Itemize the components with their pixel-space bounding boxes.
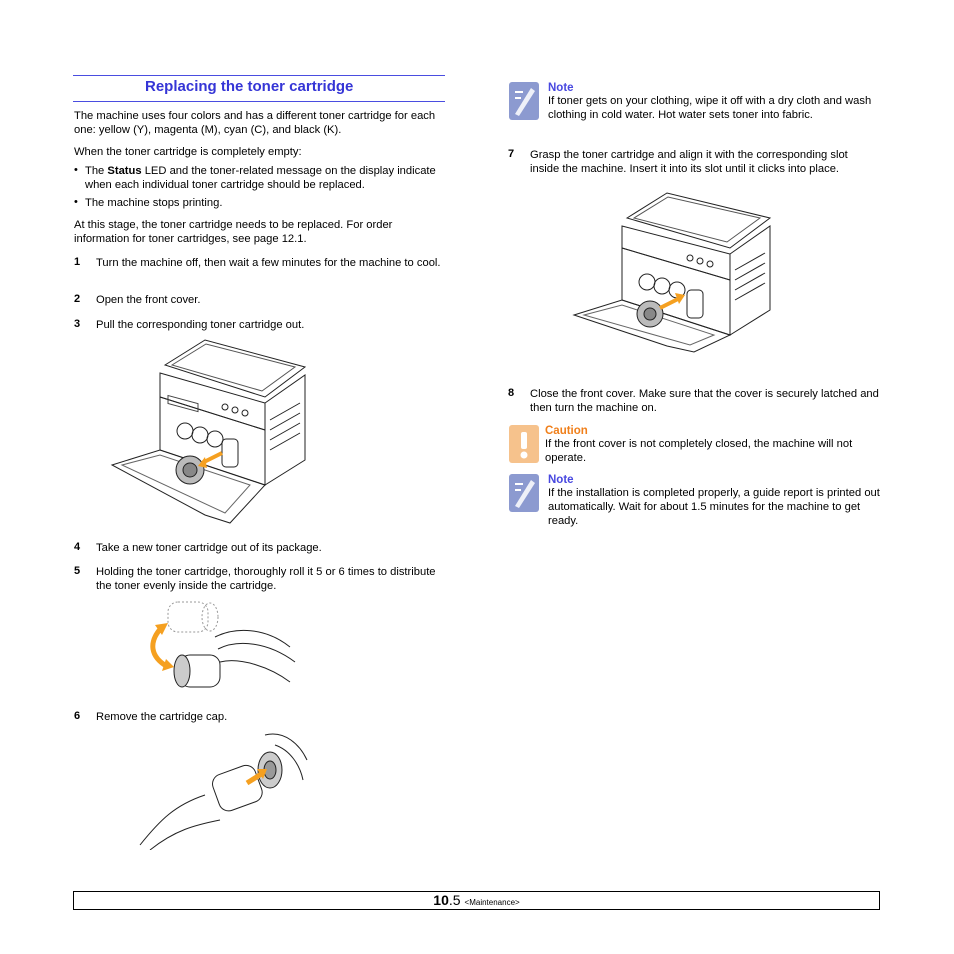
note-1: Note If toner gets on your clothing, wip… — [548, 82, 878, 122]
printer-open-cover-illustration — [110, 339, 307, 524]
bullet-2-text: The machine stops printing. — [85, 197, 223, 209]
step-text: Turn the machine off, then wait a few mi… — [96, 257, 441, 269]
bullet-1-rest: LED and the toner-related message on the… — [85, 165, 436, 191]
footer-page: .5 — [448, 892, 461, 908]
remove-cap-illustration — [139, 733, 308, 850]
note-icon — [509, 82, 539, 120]
bullet-marker: • — [74, 196, 78, 208]
step-text: Pull the corresponding toner cartridge o… — [96, 319, 305, 331]
step-number: 3 — [74, 318, 81, 330]
step-6: 6 Remove the cartridge cap. — [74, 710, 446, 724]
step-3: 3 Pull the corresponding toner cartridge… — [74, 318, 446, 332]
step-text: Holding the toner cartridge, thoroughly … — [96, 566, 436, 592]
step-number: 5 — [74, 565, 81, 577]
section-title: Replacing the toner cartridge — [145, 78, 354, 95]
step-text: Take a new toner cartridge out of its pa… — [96, 542, 322, 554]
empty-intro-text: When the toner cartridge is completely e… — [74, 146, 302, 158]
step-text: Close the front cover. Make sure that th… — [530, 388, 879, 414]
note-2-label: Note — [548, 474, 574, 486]
stage-text: At this stage, the toner cartridge needs… — [74, 219, 393, 245]
bullet-1-bold: Status — [107, 165, 142, 177]
empty-intro: When the toner cartridge is completely e… — [74, 145, 446, 159]
note-1-text: If toner gets on your clothing, wipe it … — [548, 95, 872, 121]
note-2-text: If the installation is completed properl… — [548, 487, 880, 527]
step-number: 1 — [74, 256, 81, 268]
bullet-1: • The Status LED and the toner-related m… — [74, 164, 446, 192]
footer-text: 10.5<Maintenance> — [74, 892, 879, 911]
printer-insert-cartridge-illustration — [572, 192, 772, 353]
step-number: 7 — [508, 148, 515, 160]
caution-icon — [509, 425, 539, 463]
step-1: 1 Turn the machine off, then wait a few … — [74, 256, 446, 270]
bullet-1-text: The Status LED and the toner-related mes… — [85, 164, 446, 192]
step-text: Open the front cover. — [96, 294, 201, 306]
step-8: 8 Close the front cover. Make sure that … — [508, 387, 880, 415]
bullet-2: • The machine stops printing. — [74, 196, 446, 210]
footer-chapter: 10 — [433, 892, 449, 908]
step-text: Grasp the toner cartridge and align it w… — [530, 149, 848, 175]
intro-text: The machine uses four colors and has a d… — [74, 110, 436, 136]
caution-box: Caution If the front cover is not comple… — [545, 425, 880, 465]
shake-cartridge-illustration — [150, 601, 296, 688]
bullet-marker: • — [74, 164, 78, 176]
step-text: Remove the cartridge cap. — [96, 711, 228, 723]
caution-text: If the front cover is not completely clo… — [545, 438, 853, 464]
stage-paragraph: At this stage, the toner cartridge needs… — [74, 218, 446, 246]
step-2: 2 Open the front cover. — [74, 293, 446, 307]
step-number: 8 — [508, 387, 515, 399]
caution-label: Caution — [545, 425, 588, 437]
step-number: 4 — [74, 541, 81, 553]
bullet-1-prefix: The — [85, 165, 108, 177]
step-4: 4 Take a new toner cartridge out of its … — [74, 541, 446, 555]
footer-section: <Maintenance> — [464, 898, 520, 907]
step-7: 7 Grasp the toner cartridge and align it… — [508, 148, 880, 176]
note-2: Note If the installation is completed pr… — [548, 474, 880, 528]
page-footer: 10.5<Maintenance> — [73, 891, 880, 910]
note-1-label: Note — [548, 82, 574, 94]
step-number: 2 — [74, 293, 81, 305]
intro-paragraph: The machine uses four colors and has a d… — [74, 109, 446, 137]
step-number: 6 — [74, 710, 81, 722]
note-icon — [509, 474, 539, 512]
section-title-bar: Replacing the toner cartridge — [73, 75, 445, 102]
step-5: 5 Holding the toner cartridge, thoroughl… — [74, 565, 446, 593]
